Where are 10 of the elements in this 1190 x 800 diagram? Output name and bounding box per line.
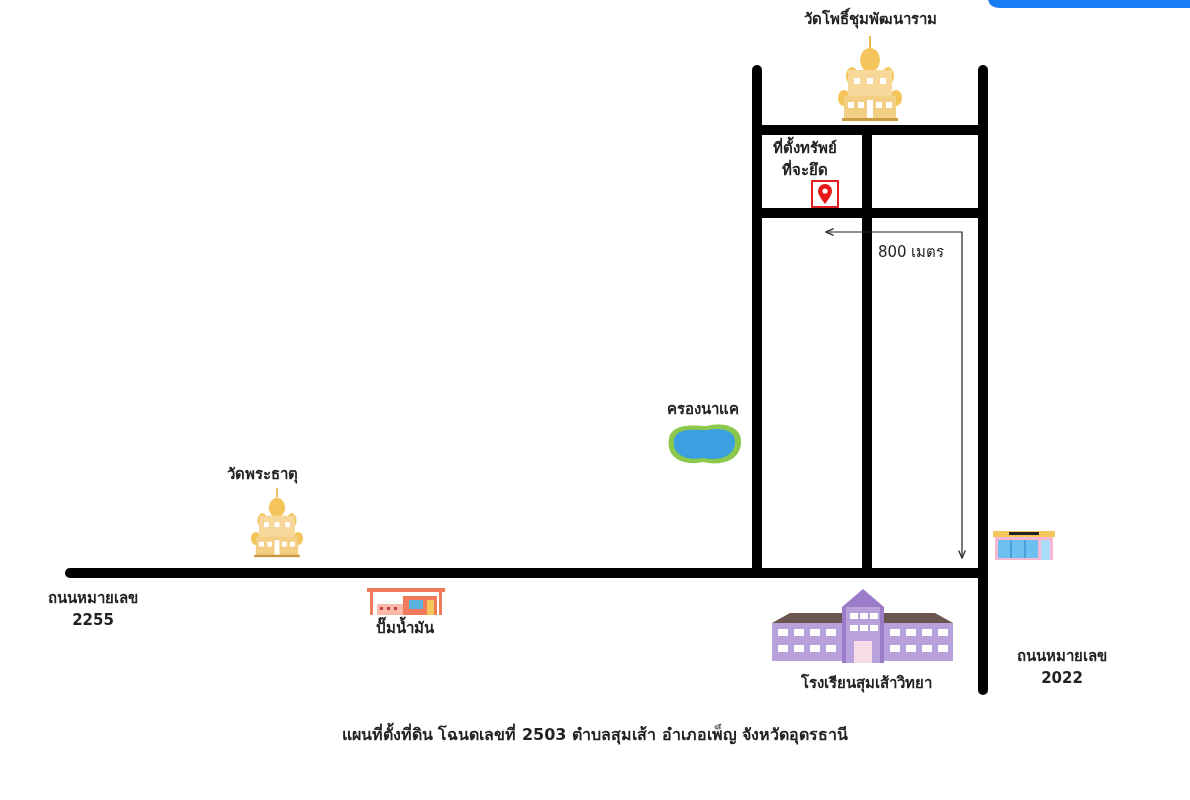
distance-label: 800 เมตร [878, 242, 946, 263]
place-label: ครองนาแค [666, 399, 740, 420]
map-caption: แผนที่ตั้งที่ดิน โฉนดเลขที่ 2503 ตำบลสุมเส้า อำเภอเพ็ญ จังหวัดอุดรธานี [195, 724, 995, 746]
place-label: โรงเรียนสุมเส้าวิทยา [799, 673, 933, 694]
road-label: ถนนหมายเลข 2255 [47, 588, 139, 631]
place-label: วัดโพธิ์ชุมพัฒนาราม [780, 8, 960, 30]
place-label: ที่ตั้งทรัพย์ ที่จะยึด [768, 137, 842, 181]
place-label: ปั๊มน้ำมัน [345, 617, 465, 639]
place-label: วัดพระธาตุ [225, 464, 299, 485]
road-label: ถนนหมายเลข 2022 [1016, 646, 1108, 689]
